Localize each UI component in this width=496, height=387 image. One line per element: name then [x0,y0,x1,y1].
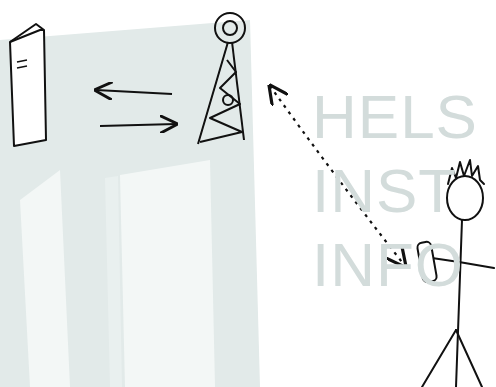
watermark-text: HELS [312,86,478,148]
watermark-text: INFO [312,234,464,296]
watermark-text: INST [312,160,457,222]
server-symbol [10,24,46,146]
link-arrows [96,90,176,126]
background-shapes [0,20,260,387]
cell-tower [198,13,245,144]
